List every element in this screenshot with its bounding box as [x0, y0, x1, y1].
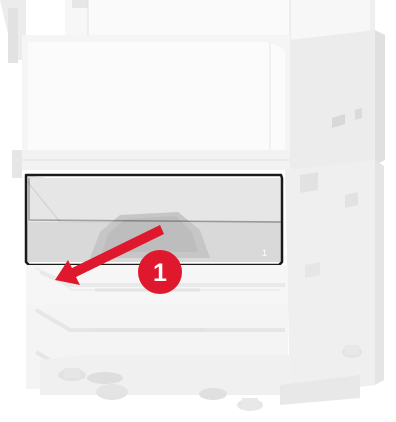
- tray-2-number: 2: [260, 294, 265, 304]
- cabinet-sides: [285, 160, 384, 395]
- tray-3: 3: [26, 305, 288, 347]
- tray-3-number: 3: [258, 337, 263, 347]
- printer-upper-body: [0, 0, 385, 178]
- step-number: 1: [153, 259, 167, 287]
- tray-1-number: 1: [262, 248, 267, 258]
- step-badge: 1: [138, 250, 182, 294]
